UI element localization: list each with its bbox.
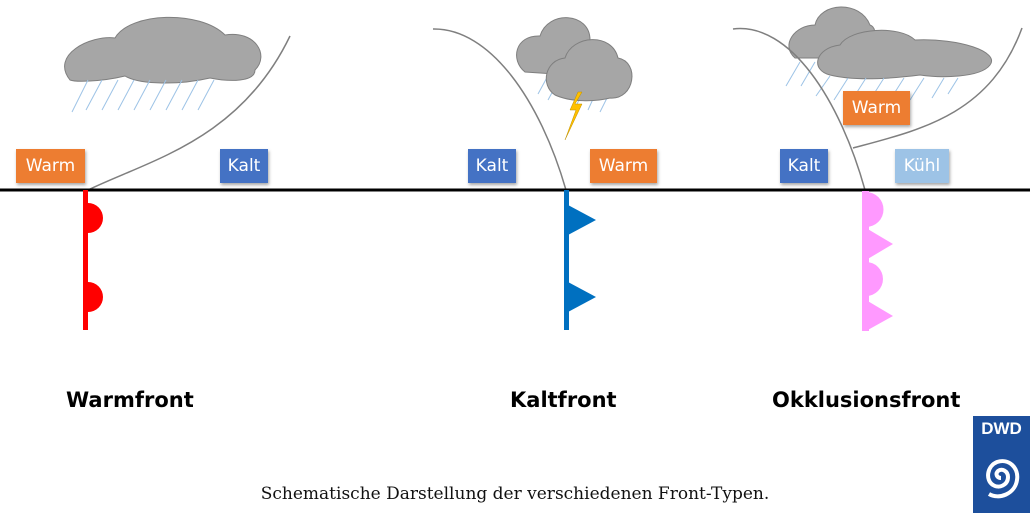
spiral-icon xyxy=(986,459,1020,499)
kaltfront-boundary xyxy=(432,28,567,191)
okklusionsfront-symbol xyxy=(862,191,893,331)
okklusion-cold-boundary xyxy=(732,27,866,191)
kaltfront-symbol xyxy=(564,190,596,330)
label-warm: Warm xyxy=(843,91,910,125)
label-warm: Warm xyxy=(590,149,657,183)
warmfront-title: Warmfront xyxy=(66,388,194,412)
logo-text: DWD xyxy=(981,419,1022,438)
label-warm: Warm xyxy=(16,149,85,183)
kaltfront-title: Kaltfront xyxy=(510,388,617,412)
okklusion-cloud xyxy=(788,6,993,80)
label-kalt: Kalt xyxy=(780,149,828,183)
okklusionsfront-title: Okklusionsfront xyxy=(772,388,961,412)
label-kalt: Kalt xyxy=(220,149,268,183)
label-kuehl: Kühl xyxy=(895,149,949,183)
okklusion-rain xyxy=(785,61,959,101)
caption: Schematische Darstellung der verschieden… xyxy=(260,484,770,504)
lightning-icon xyxy=(564,91,583,141)
warmfront-cloud xyxy=(64,16,262,84)
warmfront-rain xyxy=(71,79,215,113)
okklusion-warm-boundary xyxy=(852,27,1023,149)
warmfront-symbol xyxy=(83,190,103,330)
label-kalt: Kalt xyxy=(468,149,516,183)
kaltfront-cloud xyxy=(516,17,633,102)
dwd-logo: DWD xyxy=(973,416,1030,513)
warmfront-boundary xyxy=(87,35,291,191)
